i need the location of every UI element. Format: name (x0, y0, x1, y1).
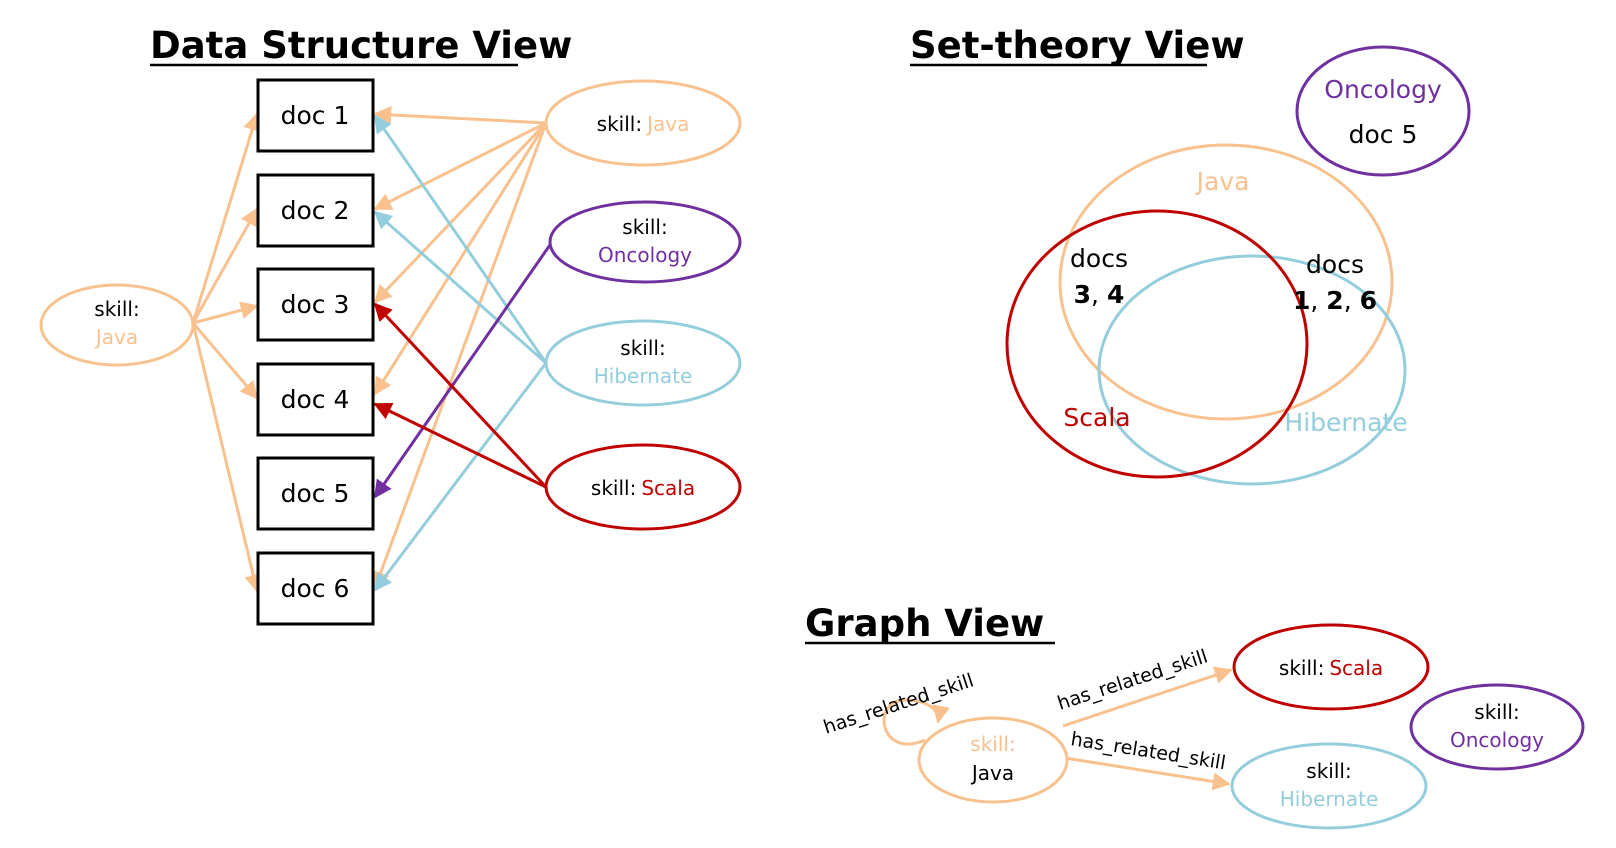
skill-prefix: skill: (1306, 759, 1351, 783)
doc-number: 3 (1074, 280, 1091, 309)
doc-label: doc 6 (281, 574, 350, 603)
doc-box-1: doc 1 (256, 78, 375, 153)
data-structure-title: Data Structure View (150, 24, 572, 67)
skill-name: Hibernate (1280, 787, 1379, 811)
edge-ljava-doc3 (192, 301, 259, 325)
doc-separator: , (1310, 286, 1326, 315)
left-java-edges (191, 112, 262, 593)
oncology-set: Oncology doc 5 (1295, 45, 1471, 177)
graph-java-node: skill: Java (917, 716, 1069, 804)
edge-sca-doc4 (373, 402, 547, 489)
skill-prefix: skill: (94, 297, 139, 321)
graph-scala-node: skill:Scala (1232, 623, 1430, 711)
doc-label: doc 3 (281, 290, 350, 319)
oncology-set-label: Oncology (1324, 75, 1442, 104)
svg-text:skill:Scala: skill:Scala (591, 476, 695, 500)
docs-word: docs (1306, 250, 1364, 279)
doc-number: 4 (1107, 280, 1124, 309)
self-loop-edge (882, 698, 950, 746)
doc-box-6: doc 6 (256, 551, 375, 626)
graph-hibernate-node: skill: Hibernate (1230, 742, 1428, 830)
skill-name: Scala (641, 476, 695, 500)
edge-sca-doc3 (373, 302, 548, 489)
doc-box-5: doc 5 (256, 456, 375, 531)
doc-number: 1 (1293, 286, 1310, 315)
edge-hib-doc2 (373, 210, 547, 365)
svg-text:skill:Java: skill:Java (597, 112, 690, 136)
graph-oncology-node: skill: Oncology (1409, 683, 1585, 771)
scala-set-label: Scala (1063, 403, 1130, 432)
hibernate-set (1097, 254, 1407, 486)
svg-text:3, 4: 3, 4 (1074, 280, 1125, 309)
skill-prefix: skill: (1474, 700, 1519, 724)
edge-ljava-doc4 (191, 322, 259, 400)
doc-label: doc 1 (281, 101, 350, 130)
edge-rjava-doc2 (373, 121, 547, 211)
scala-set (1005, 209, 1309, 479)
graph-title: Graph View (805, 602, 1044, 645)
skill-name: Oncology (598, 243, 692, 267)
hibernate-set-label: Hibernate (1284, 408, 1407, 437)
edge-rjava-doc4 (373, 122, 548, 396)
skill-prefix: skill: (591, 476, 636, 500)
edge-rjava-doc3 (373, 121, 548, 304)
edge-ljava-doc6 (191, 322, 262, 593)
skill-prefix: skill: (970, 732, 1015, 756)
doc-number: 6 (1360, 286, 1377, 315)
edge-java-hibernate (1064, 756, 1231, 791)
skill-prefix: skill: (1279, 656, 1324, 680)
doc-number: 2 (1326, 286, 1343, 315)
svg-text:skill:Scala: skill:Scala (1279, 656, 1383, 680)
edge-onc-doc5 (373, 241, 554, 499)
edge-hib-doc6 (373, 362, 548, 592)
left-java-node: skill: Java (39, 283, 195, 367)
skill-prefix: skill: (620, 336, 665, 360)
right-hibernate-node: skill: Hibernate (544, 319, 742, 407)
skill-name: Scala (1329, 656, 1383, 680)
java-set (1058, 143, 1394, 421)
right-java-node: skill:Java (544, 79, 742, 167)
doc-box-3: doc 3 (256, 267, 375, 342)
edge-ljava-doc1 (191, 112, 261, 324)
doc-label: doc 5 (281, 479, 350, 508)
doc-separator: , (1091, 280, 1107, 309)
skill-prefix: skill: (622, 215, 667, 239)
java-set-label: Java (1195, 167, 1250, 196)
hibernate-edges (373, 114, 548, 592)
right-oncology-node: skill: Oncology (548, 200, 742, 284)
doc-separator: , (1344, 286, 1360, 315)
edge-rjava-doc1 (373, 105, 547, 125)
set-theory-title: Set-theory View (910, 24, 1245, 67)
svg-text:1, 2, 6: 1, 2, 6 (1293, 286, 1377, 315)
skill-name: Hibernate (594, 364, 693, 388)
edge-java-scala (1062, 666, 1233, 728)
edge-rjava-doc6 (372, 122, 548, 590)
skill-name: Java (94, 325, 138, 349)
scala-java-docs: docs 3, 4 (1070, 244, 1128, 309)
java-hibernate-docs: docs 1, 2, 6 (1293, 250, 1377, 315)
doc-box-4: doc 4 (256, 362, 375, 437)
edge-java-hibernate-label: has_related_skill (1069, 728, 1227, 774)
doc-label: doc 4 (281, 385, 350, 414)
doc-label: doc 2 (281, 196, 350, 225)
docs-word: docs (1070, 244, 1128, 273)
doc-box-2: doc 2 (256, 173, 375, 248)
edge-ljava-doc2 (191, 207, 259, 324)
oncology-set-doc: doc 5 (1349, 120, 1418, 149)
skill-prefix: skill: (597, 112, 642, 136)
right-java-edges (372, 105, 548, 590)
skill-name: Java (970, 761, 1014, 785)
edge-hib-doc1 (373, 114, 548, 364)
skill-name: Java (645, 112, 689, 136)
skill-name: Oncology (1450, 728, 1544, 752)
right-scala-node: skill:Scala (544, 443, 742, 531)
